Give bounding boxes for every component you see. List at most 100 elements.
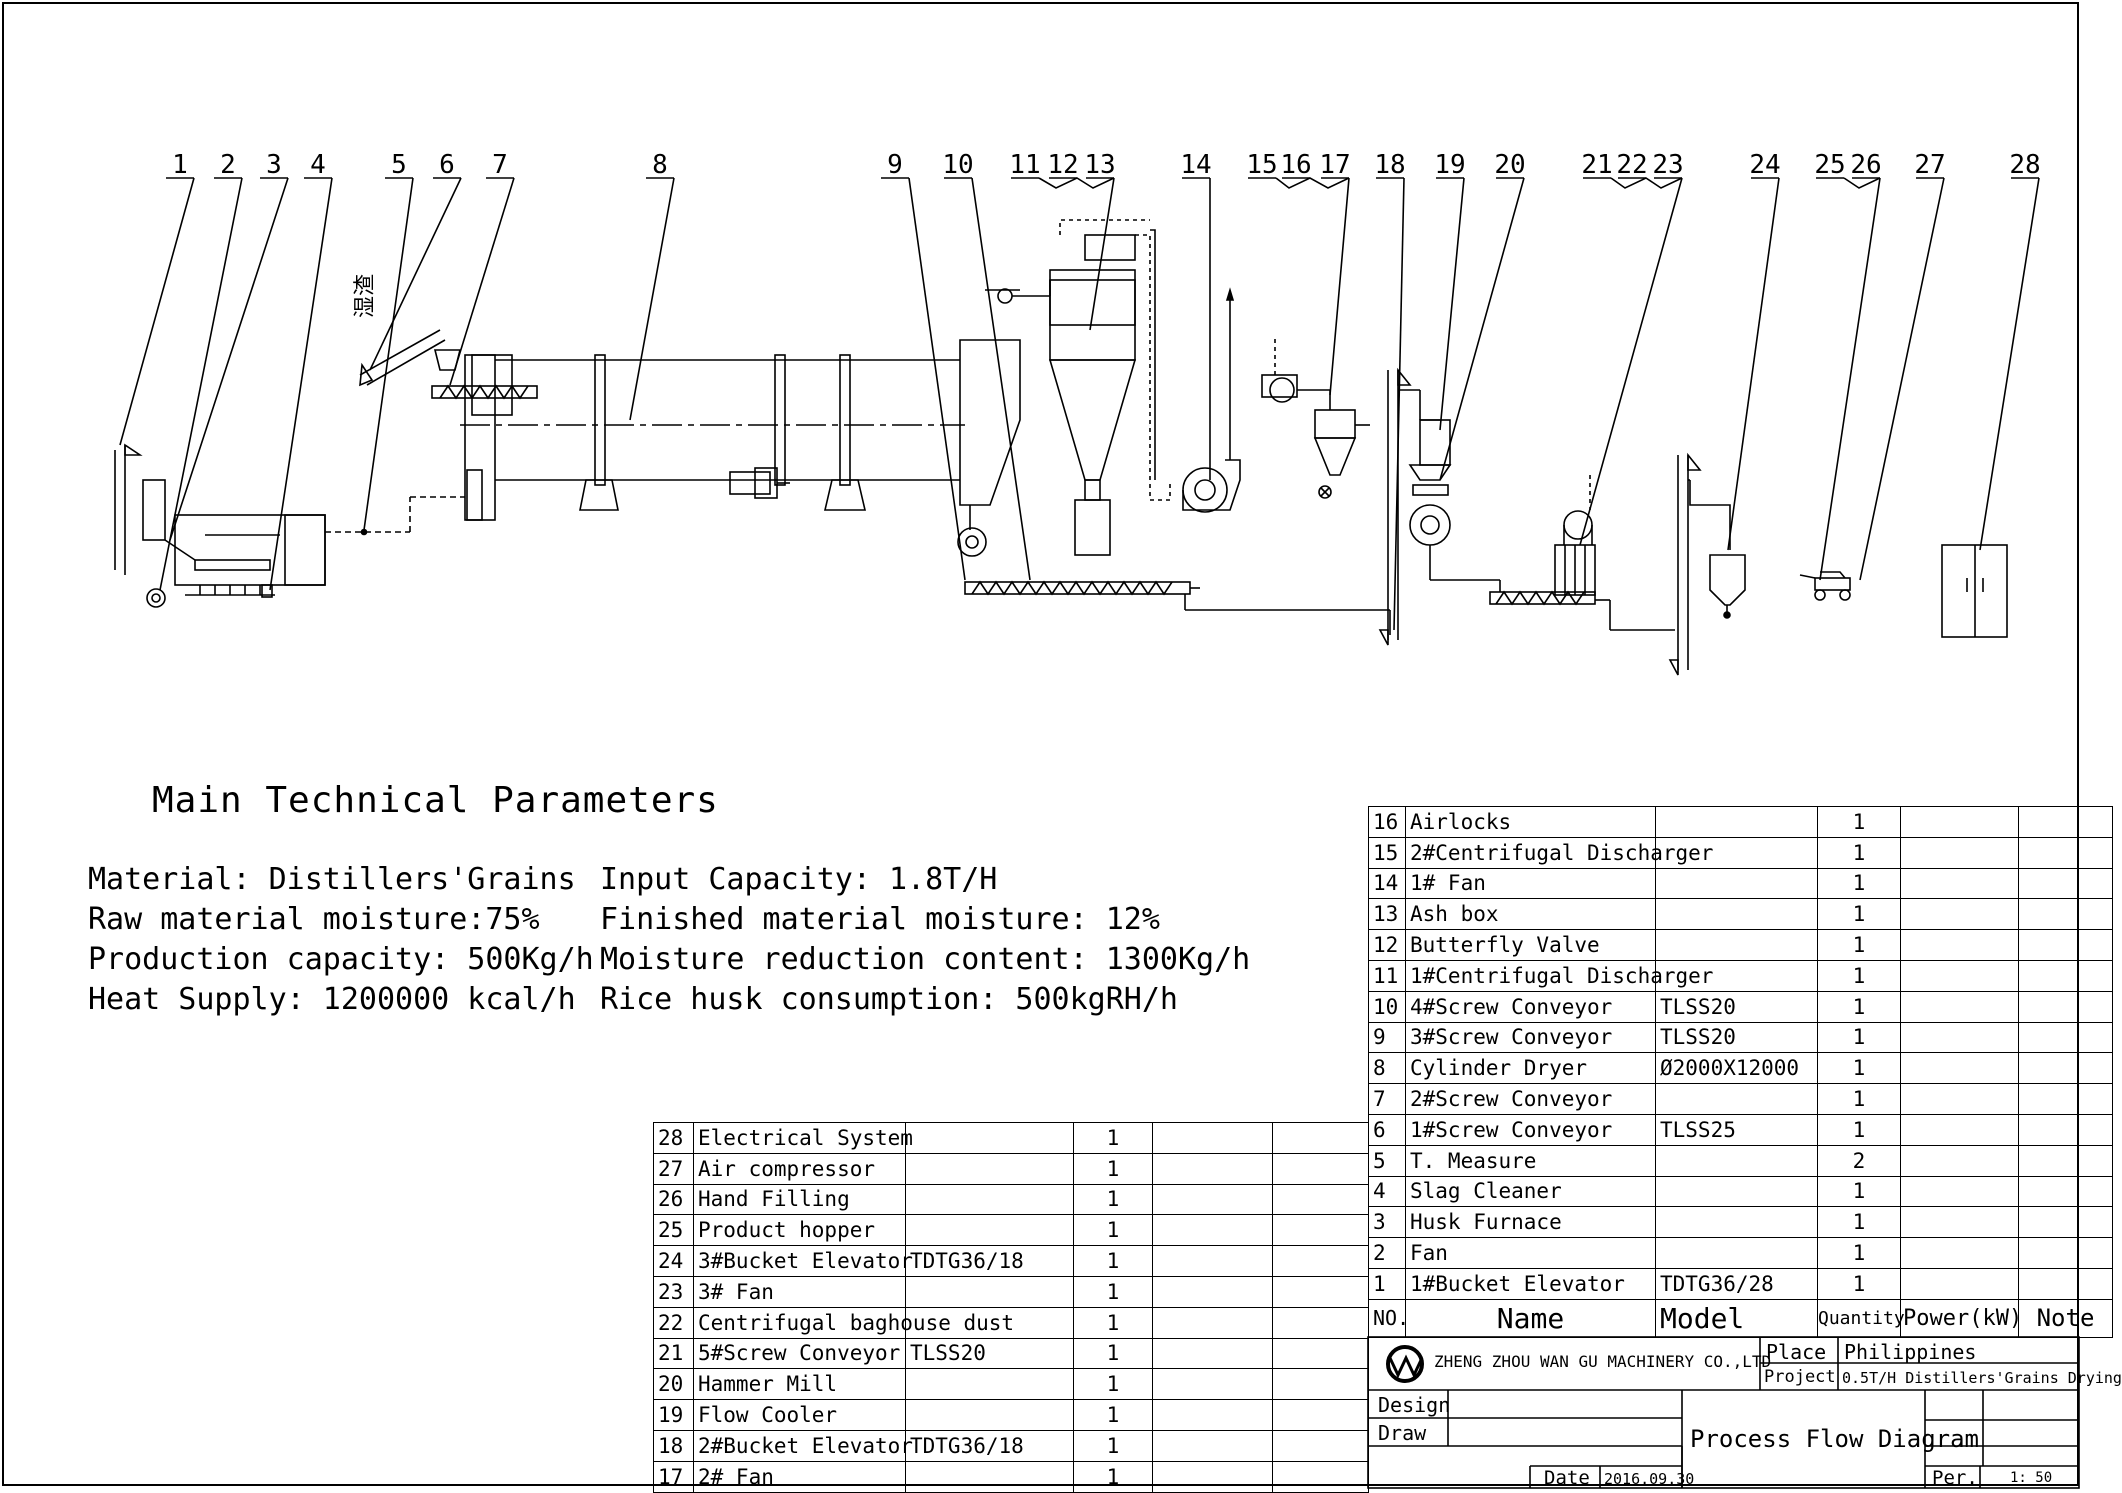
header-note: Note [2018, 1298, 2113, 1338]
item-name: 3# Fan [693, 1275, 906, 1308]
callout-number: 22 [1616, 150, 1647, 180]
callout-number: 7 [492, 150, 508, 180]
item-quantity: 1 [1073, 1152, 1153, 1185]
item-no: 9 [1368, 1021, 1406, 1054]
callout-number: 1 [172, 150, 188, 180]
item-quantity: 1 [1817, 1267, 1901, 1300]
item-power [1152, 1460, 1273, 1493]
callout-number: 17 [1319, 150, 1350, 180]
item-no: 17 [653, 1460, 694, 1493]
item-name: 2#Bucket Elevator [693, 1429, 913, 1462]
item-quantity: 1 [1817, 1206, 1901, 1239]
feed-screw-conveyor [359, 329, 538, 400]
leader-line [908, 177, 966, 581]
place-label: Place [1766, 1340, 1827, 1364]
item-no: 25 [653, 1214, 694, 1247]
header-no: NO. [1368, 1298, 1409, 1338]
item-model [905, 1214, 1074, 1247]
parameters-title: Main Technical Parameters [152, 780, 719, 821]
item-no: 12 [1368, 929, 1406, 961]
drawing-title: Process Flow Diagram [1690, 1425, 1979, 1453]
item-quantity: 1 [1073, 1214, 1153, 1247]
callout-number: 3 [266, 150, 282, 180]
item-note [2018, 990, 2113, 1023]
design-label: Design [1378, 1393, 1451, 1417]
baghouse-screw-21-23 [1489, 475, 1675, 631]
item-note [2018, 1113, 2113, 1146]
item-power [1152, 1429, 1273, 1462]
leader-line [971, 177, 1031, 581]
item-note [2018, 1021, 2113, 1054]
item-quantity: 1 [1073, 1275, 1153, 1308]
item-quantity: 1 [1817, 806, 1901, 838]
callout-number: 28 [2009, 150, 2040, 180]
item-no: 18 [653, 1429, 694, 1462]
item-model [905, 1183, 1074, 1216]
item-no: 5 [1368, 1144, 1406, 1177]
place-value: Philippines [1844, 1340, 1977, 1364]
item-power [1152, 1214, 1273, 1247]
item-no: 10 [1368, 990, 1406, 1023]
callout-number: 26 [1850, 150, 1881, 180]
item-quantity: 1 [1073, 1460, 1153, 1493]
bom-header-row: NO. Name Model Quantity Power(kW) Note [1368, 1298, 2113, 1338]
fan-2 [146, 588, 166, 608]
callout-number: 14 [1180, 150, 1211, 180]
item-note [1272, 1214, 1369, 1247]
item-no: 2 [1368, 1237, 1406, 1269]
callout-number: 5 [391, 150, 407, 180]
item-quantity: 1 [1817, 836, 1901, 869]
drum-discharge-hood [957, 280, 1051, 557]
item-power [1900, 1021, 2019, 1054]
item-power [1900, 806, 2019, 838]
leader-line [363, 177, 414, 531]
item-model [905, 1275, 1074, 1308]
item-name: 2# Fan [693, 1460, 906, 1493]
item-note [2018, 898, 2113, 931]
item-no: 19 [653, 1399, 694, 1431]
item-note [2018, 1206, 2113, 1239]
callout-group-bracket [1610, 177, 1683, 189]
cooler-mill-19-20 [1408, 419, 1501, 592]
item-name: Electrical System [693, 1122, 913, 1154]
leader-line [119, 177, 195, 446]
item-name: 3#Screw Conveyor [1405, 1021, 1656, 1054]
project-label: Project [1764, 1367, 1836, 1387]
item-no: 20 [653, 1368, 694, 1401]
item-name: 1# Fan [1405, 867, 1656, 900]
scale-value: 1: 50 [2010, 1470, 2053, 1486]
item-power [1900, 836, 2019, 869]
item-no: 27 [653, 1152, 694, 1185]
callout-group-bracket [1843, 177, 1881, 189]
title-block-lines [1367, 1336, 2080, 1489]
item-name: Airlocks [1405, 806, 1656, 838]
item-name: 4#Screw Conveyor [1405, 990, 1656, 1023]
param-raw-moisture: Raw material moisture:75% [88, 902, 540, 937]
callout-number: 9 [887, 150, 903, 180]
fan-14 [1150, 229, 1241, 513]
leader-lines [119, 177, 2040, 631]
callout-number: 10 [942, 150, 973, 180]
item-no: 14 [1368, 867, 1406, 900]
item-model [1655, 959, 1818, 992]
callout-number: 4 [310, 150, 326, 180]
draw-label: Draw [1378, 1421, 1427, 1445]
item-note [1272, 1306, 1369, 1339]
item-name: Cylinder Dryer [1405, 1052, 1656, 1085]
item-no: 26 [653, 1183, 694, 1216]
item-note [2018, 1052, 2113, 1085]
callout-number: 25 [1814, 150, 1845, 180]
item-name: Hammer Mill [693, 1368, 906, 1401]
fan-cyclone-15-17 [1261, 335, 1370, 499]
item-model [1655, 867, 1818, 900]
callout-number: 6 [439, 150, 455, 180]
